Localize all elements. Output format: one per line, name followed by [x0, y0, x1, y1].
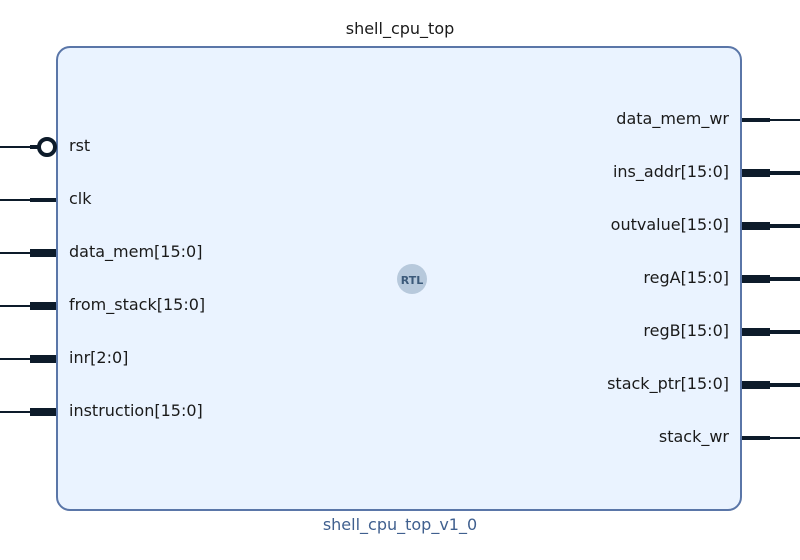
input-port-label: clk	[69, 189, 92, 208]
rtl-badge-icon: RTL	[397, 264, 427, 294]
output-port-label: regA[15:0]	[643, 268, 729, 287]
input-port-label: rst	[69, 136, 91, 155]
input-pins	[0, 137, 57, 416]
output-port-label: stack_wr	[658, 427, 729, 446]
output-port-label: regB[15:0]	[643, 321, 729, 340]
module-ip-name: shell_cpu_top_v1_0	[322, 515, 478, 534]
output-port-label: stack_ptr[15:0]	[607, 374, 729, 393]
input-port-label: data_mem[15:0]	[69, 242, 203, 261]
input-port-label: instruction[15:0]	[69, 401, 203, 420]
input-pin[interactable]	[0, 137, 57, 157]
output-port-label: outvalue[15:0]	[610, 215, 729, 234]
input-port-label: inr[2:0]	[69, 348, 129, 367]
rtl-badge-label: RTL	[401, 274, 424, 287]
input-port-label: from_stack[15:0]	[69, 295, 206, 314]
module-title: shell_cpu_top	[345, 19, 455, 38]
output-port-label: data_mem_wr	[616, 109, 729, 128]
output-port-label: ins_addr[15:0]	[612, 162, 729, 181]
output-pins	[742, 118, 800, 440]
inversion-bubble-icon	[37, 137, 57, 157]
